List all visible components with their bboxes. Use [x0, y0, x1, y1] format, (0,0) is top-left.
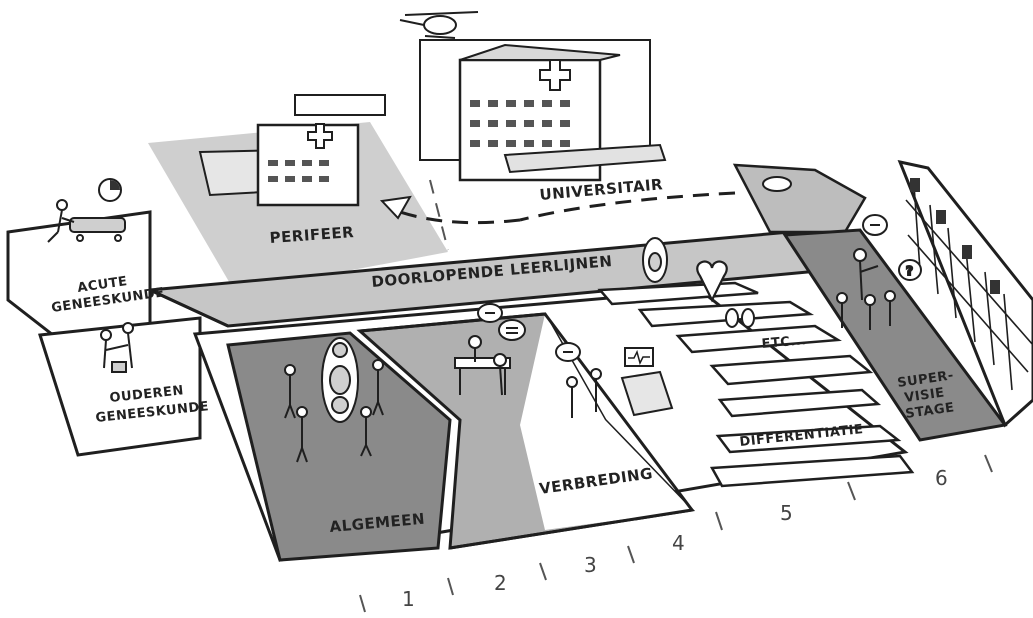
year-6: 6 — [935, 466, 948, 490]
grid-wall — [897, 159, 1033, 428]
year-1: 1 — [402, 587, 415, 611]
label-perifeer: PERIFEER — [269, 223, 355, 247]
year-5: 5 — [780, 501, 793, 525]
stretcher-icon — [47, 199, 126, 243]
label-etc: ETC... — [761, 333, 807, 352]
perifeer-hospital-icon — [198, 94, 386, 207]
consultation-icon — [454, 335, 511, 396]
anatomy-torso-icon — [642, 237, 668, 283]
algemeen-area — [226, 331, 452, 562]
speech-bubble-icon: ? — [477, 214, 922, 362]
differentiatie-arrows — [597, 281, 915, 488]
label-acute-1: ACUTE — [76, 274, 128, 296]
heart-icon — [696, 260, 728, 303]
universitair-track — [732, 163, 867, 234]
anatomy-figure-icon — [321, 337, 359, 423]
svg-text:?: ? — [906, 264, 913, 278]
label-supervisie-2: VISIE — [903, 385, 945, 405]
year-3: 3 — [584, 553, 597, 577]
label-supervisie-3: STAGE — [904, 400, 955, 422]
year-2: 2 — [494, 571, 507, 595]
patient-bed-icon — [566, 347, 674, 418]
helicopter-icon — [399, 11, 479, 39]
year-ticks — [359, 454, 993, 613]
elderly-care-icon — [100, 322, 134, 373]
year-4: 4 — [672, 531, 685, 555]
supervisor-figures-icon — [836, 248, 896, 330]
ouderen-panel — [38, 316, 202, 457]
arrow-head — [379, 195, 412, 220]
kidneys-icon — [725, 308, 755, 328]
doctor-figure-icon — [284, 359, 384, 463]
clock-icon — [98, 178, 122, 202]
universitair-hospital-icon — [419, 39, 667, 182]
